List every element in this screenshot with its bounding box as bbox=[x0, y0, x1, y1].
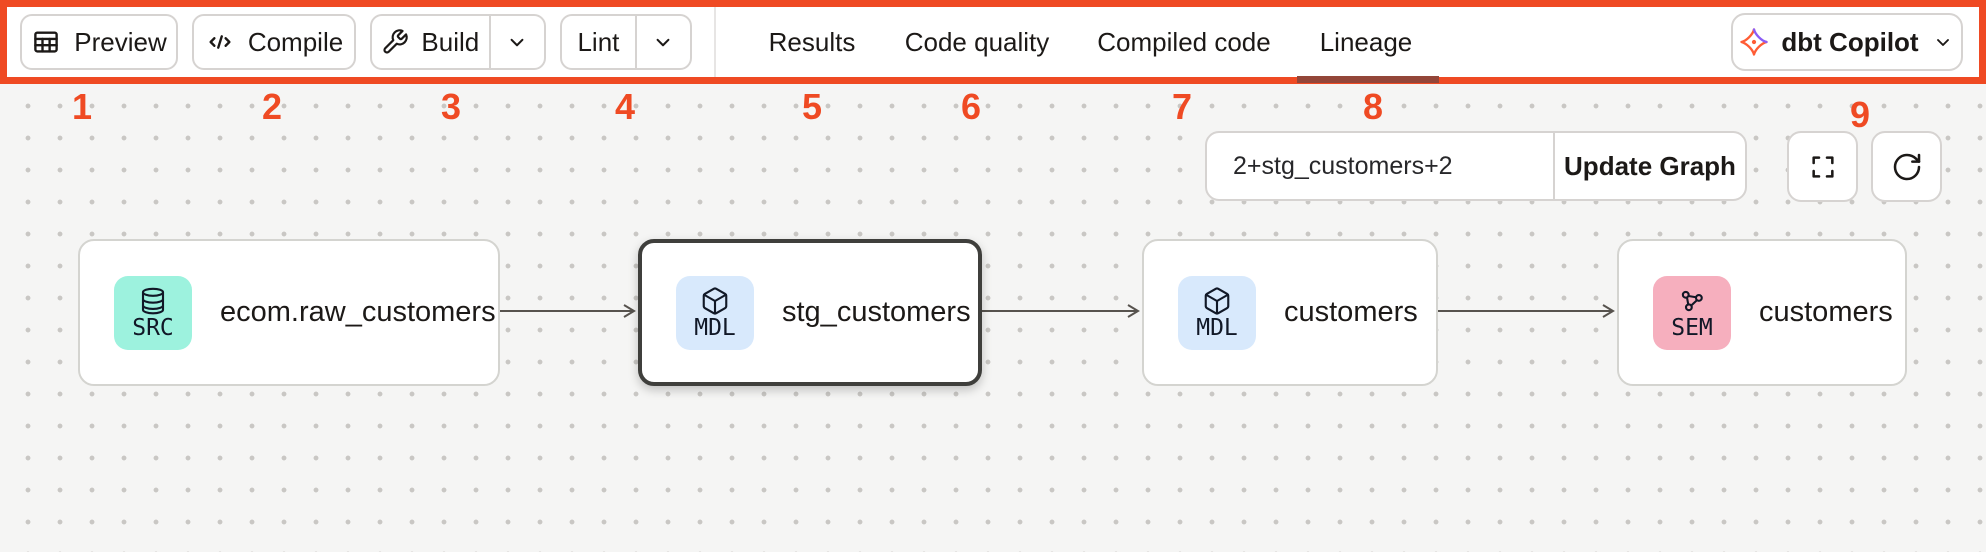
node-title: customers bbox=[1759, 296, 1893, 328]
lint-split-button: Lint bbox=[560, 14, 692, 70]
refresh-icon bbox=[1893, 153, 1920, 180]
badge-label: SRC bbox=[132, 314, 174, 341]
database-icon bbox=[141, 287, 165, 314]
toolbar-divider bbox=[714, 5, 716, 79]
lineage-selector-input[interactable] bbox=[1207, 133, 1553, 199]
node-customers-model[interactable]: MDL customers bbox=[1142, 239, 1438, 386]
annotation-number-1: 1 bbox=[71, 86, 93, 127]
annotation-number-3: 3 bbox=[440, 86, 462, 127]
preview-button[interactable]: Preview bbox=[20, 14, 178, 70]
node-title: stg_customers bbox=[782, 296, 971, 328]
chevron-down-icon bbox=[656, 38, 670, 47]
tab-code-quality-label: Code quality bbox=[904, 26, 1050, 57]
active-tab-indicator bbox=[1297, 76, 1439, 83]
badge-label: SEM bbox=[1671, 314, 1713, 341]
annotation-number-9: 9 bbox=[1849, 94, 1871, 135]
lint-button[interactable]: Lint bbox=[562, 16, 635, 68]
tab-lineage-label: Lineage bbox=[1319, 26, 1413, 57]
code-icon bbox=[209, 35, 231, 49]
lint-label: Lint bbox=[577, 26, 620, 57]
build-button[interactable]: Build bbox=[372, 16, 489, 68]
source-badge: SRC bbox=[114, 275, 192, 350]
node-title: customers bbox=[1284, 296, 1418, 328]
tab-compiled-code[interactable]: Compiled code bbox=[1097, 0, 1270, 84]
tab-results[interactable]: Results bbox=[769, 0, 856, 84]
dbt-copilot-label: dbt Copilot bbox=[1781, 26, 1919, 57]
lineage-canvas: 1 2 3 4 5 6 7 8 9 Update Graph bbox=[0, 84, 1986, 552]
dbt-copilot-button[interactable]: dbt Copilot bbox=[1731, 13, 1963, 71]
node-ecom-raw-customers[interactable]: SRC ecom.raw_customers bbox=[78, 239, 500, 386]
annotation-number-4: 4 bbox=[614, 86, 636, 127]
table-icon bbox=[34, 31, 59, 53]
edge-src-to-stg bbox=[500, 304, 636, 318]
tab-code-quality[interactable]: Code quality bbox=[905, 0, 1050, 84]
lint-dropdown-button[interactable] bbox=[634, 16, 690, 68]
annotation-number-5: 5 bbox=[801, 86, 823, 127]
tab-results-label: Results bbox=[768, 26, 856, 57]
chevron-down-icon bbox=[510, 38, 524, 47]
model-badge: MDL bbox=[1178, 275, 1256, 350]
annotation-number-2: 2 bbox=[261, 86, 283, 127]
badge-label: MDL bbox=[694, 314, 736, 341]
lineage-selector-group: Update Graph bbox=[1205, 131, 1747, 201]
fullscreen-button[interactable] bbox=[1787, 131, 1858, 202]
cube-icon bbox=[702, 286, 728, 315]
fullscreen-icon bbox=[1811, 155, 1834, 178]
build-split-button: Build bbox=[370, 14, 546, 70]
semantic-icon bbox=[1681, 290, 1703, 311]
edge-stg-to-customers bbox=[982, 304, 1140, 318]
refresh-button[interactable] bbox=[1871, 131, 1942, 202]
edge-customers-to-semantic bbox=[1438, 304, 1615, 318]
annotation-number-8: 8 bbox=[1362, 86, 1384, 127]
tab-lineage[interactable]: Lineage bbox=[1320, 0, 1413, 84]
annotation-number-6: 6 bbox=[960, 86, 982, 127]
semantic-badge: SEM bbox=[1653, 275, 1731, 350]
wrench-icon bbox=[383, 29, 409, 54]
build-dropdown-button[interactable] bbox=[488, 16, 544, 68]
node-title: ecom.raw_customers bbox=[220, 296, 496, 328]
build-label: Build bbox=[421, 26, 480, 57]
annotation-number-7: 7 bbox=[1171, 86, 1193, 127]
tab-compiled-code-label: Compiled code bbox=[1097, 26, 1271, 57]
dbt-logo-icon bbox=[1740, 28, 1769, 56]
chevron-down-icon bbox=[1936, 39, 1949, 46]
model-badge: MDL bbox=[676, 275, 754, 350]
compile-label: Compile bbox=[247, 26, 344, 57]
badge-label: MDL bbox=[1196, 314, 1238, 341]
preview-label: Preview bbox=[74, 26, 167, 57]
compile-button[interactable]: Compile bbox=[192, 14, 356, 70]
node-stg-customers[interactable]: MDL stg_customers bbox=[638, 239, 982, 386]
cube-icon bbox=[1204, 286, 1230, 315]
update-graph-button[interactable]: Update Graph bbox=[1553, 133, 1745, 199]
node-customers-semantic[interactable]: SEM customers bbox=[1617, 239, 1907, 386]
update-graph-label: Update Graph bbox=[1564, 150, 1736, 181]
